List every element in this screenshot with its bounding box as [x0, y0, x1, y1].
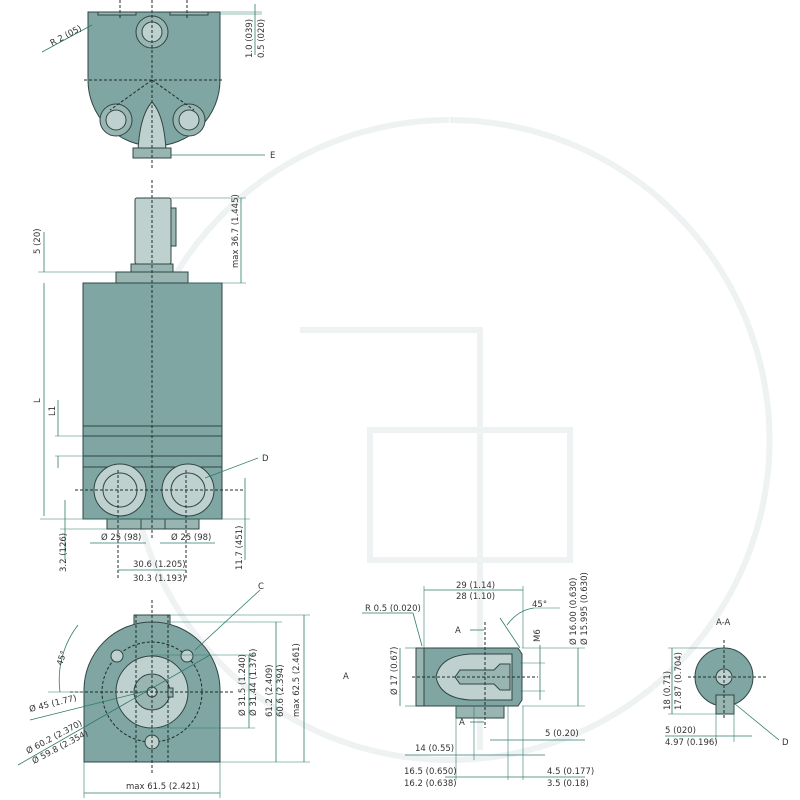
spigot-dia-dim-1: Ø 31.5 (1.240): [237, 654, 248, 716]
port-height-dim: 11.7 (451): [235, 526, 245, 570]
flange-height-dim-2: 60.6 (2.394): [276, 664, 286, 717]
collar-dia-dim: Ø 17 (0.67): [389, 647, 400, 695]
spigot-dia-dim-2: Ø 31.44 (1.376): [248, 649, 259, 716]
top-flat-dim-1: 1.0 (039): [245, 19, 255, 58]
shaft-dia-dim-2: Ø 15.995 (0.630): [579, 572, 590, 645]
max-width-dim: max 61.5 (2.421): [126, 782, 200, 792]
key-end-dim: 5 (0.20): [545, 729, 579, 739]
callout-C: C: [258, 582, 264, 592]
shaft-length-dim-2: 28 (1.10): [456, 592, 495, 602]
L-label: L: [33, 398, 43, 403]
angle-45-dim: 45°: [55, 649, 69, 666]
max-height-dim: max 62.5 (2.461): [292, 643, 302, 717]
side-view: [38, 180, 259, 580]
port-spacing-dim-1: 30.6 (1.205): [133, 560, 186, 570]
thread-label: M6: [533, 629, 543, 642]
key-pos-dim-1: 16.5 (0.650): [404, 767, 457, 777]
section-A-bottom: A: [459, 718, 465, 728]
section-height-dim-2: 17.87 (0.704): [674, 652, 684, 710]
chamfer-angle: 45°: [532, 600, 547, 610]
port-spacing-dim-2: 30.3 (1.193): [133, 574, 186, 584]
flange-height-dim-1: 61.2 (2.409): [265, 664, 275, 717]
key-pos-dim-2: 16.2 (0.638): [404, 779, 457, 789]
key-width-dim-1: 5 (020): [665, 726, 696, 736]
section-aa: [665, 640, 780, 742]
shaft-length-dim: max 36.7 (1.445): [231, 194, 241, 268]
L1-label: L1: [48, 406, 58, 416]
port-left-dim: Ø 25 (98): [101, 532, 141, 543]
view-A-label: A: [343, 672, 349, 682]
base-offset-dim: 3.2 (126): [59, 533, 69, 572]
shaft-length-dim-1: 29 (1.14): [456, 581, 495, 591]
top-view: [41, 0, 265, 170]
key-width-dim-2: 4.97 (0.196): [665, 738, 718, 748]
callout-E: E: [270, 151, 275, 161]
shaft-detail: [362, 586, 585, 780]
top-flat-dim-2: 0.5 (020): [257, 19, 267, 58]
section-A-top: A: [455, 626, 461, 636]
section-AA-title: A-A: [716, 618, 731, 628]
shaft-radius-dim: R 0.5 (0.020): [365, 604, 421, 614]
pilot-height-dim: 5 (20): [33, 228, 43, 254]
callout-D-side: D: [262, 454, 269, 464]
shaft-dia-dim-1: Ø 16.00 (0.630): [568, 578, 579, 645]
top-radius-label: R 2 (05): [49, 24, 84, 49]
bolt-circle-dim: Ø 45 (1.77): [28, 693, 78, 715]
front-view: [17, 589, 310, 798]
callout-D-section: D: [782, 738, 789, 748]
key-len-dim: 14 (0.55): [415, 744, 454, 754]
end-gap-dim-2: 3.5 (0.18): [547, 779, 589, 789]
section-height-dim-1: 18 (0.71): [663, 671, 673, 710]
port-right-dim: Ø 25 (98): [171, 532, 211, 543]
end-gap-dim-1: 4.5 (0.177): [547, 767, 594, 777]
